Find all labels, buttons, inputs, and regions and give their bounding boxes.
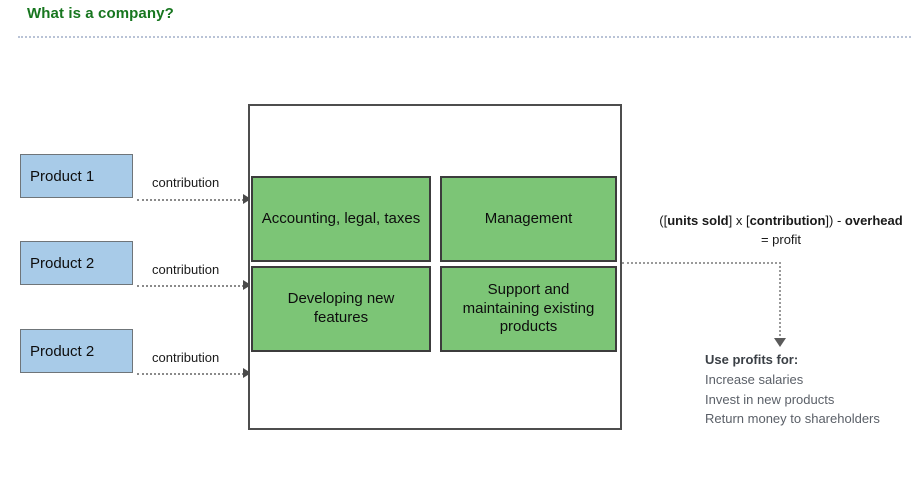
product-box-1-label: Product 1 [30,167,95,185]
product-box-2[interactable]: Product 2 [20,241,133,285]
use-profits-item-1: Increase salaries [705,371,804,387]
contribution-label-1: contribution [152,175,220,190]
profit-flow-line-horizontal [622,262,781,264]
use-profits-item-2: Invest in new products [705,391,835,407]
function-box-accounting-label: Accounting, legal, taxes [261,209,421,227]
use-profits-block: Use profits for: Increase salaries Inves… [705,350,880,429]
function-box-accounting[interactable]: Accounting, legal, taxes [251,176,431,262]
product-box-3-label: Product 2 [30,342,95,360]
formula-suffix: ]) - [825,213,845,228]
use-profits-item-3: Return money to shareholders [705,411,880,427]
product-box-3[interactable]: Product 2 [20,329,133,373]
contribution-arrow-line-2 [137,285,244,287]
profit-flow-arrowhead [774,338,786,347]
formula-mid: ] x [ [728,213,750,228]
contribution-arrow-line-1 [137,199,244,201]
profit-formula-line-2: = profit [760,231,802,247]
function-box-management-label: Management [484,209,573,227]
profit-formula: ([units sold] x [contribution]) - overhe… [648,212,914,250]
profit-flow-line-vertical [779,262,781,340]
function-box-developing-features[interactable]: Developing new features [251,266,431,352]
header-divider [18,36,911,38]
use-profits-title: Use profits for: [705,352,799,367]
contribution-arrow-line-3 [137,373,244,375]
formula-units-sold: units sold [667,213,729,228]
formula-overhead: overhead [844,213,903,228]
product-box-2-label: Product 2 [30,254,95,272]
contribution-label-2: contribution [152,262,220,277]
contribution-arrowhead-3 [243,368,251,378]
function-box-support-maintenance-label: Support and maintaining existing product… [462,280,595,336]
function-box-developing-features-label: Developing new features [287,290,395,326]
contribution-arrowhead-1 [243,194,251,204]
formula-prefix: ([ [659,213,668,228]
function-box-management[interactable]: Management [440,176,617,262]
profit-formula-line-1: ([units sold] x [contribution]) - overhe… [648,212,914,231]
contribution-label-3: contribution [152,350,220,365]
function-box-support-maintenance[interactable]: Support and maintaining existing product… [440,266,617,352]
page-title: What is a company? [27,5,174,22]
product-box-1[interactable]: Product 1 [20,154,133,198]
contribution-arrowhead-2 [243,280,251,290]
formula-contribution: contribution [749,213,826,228]
